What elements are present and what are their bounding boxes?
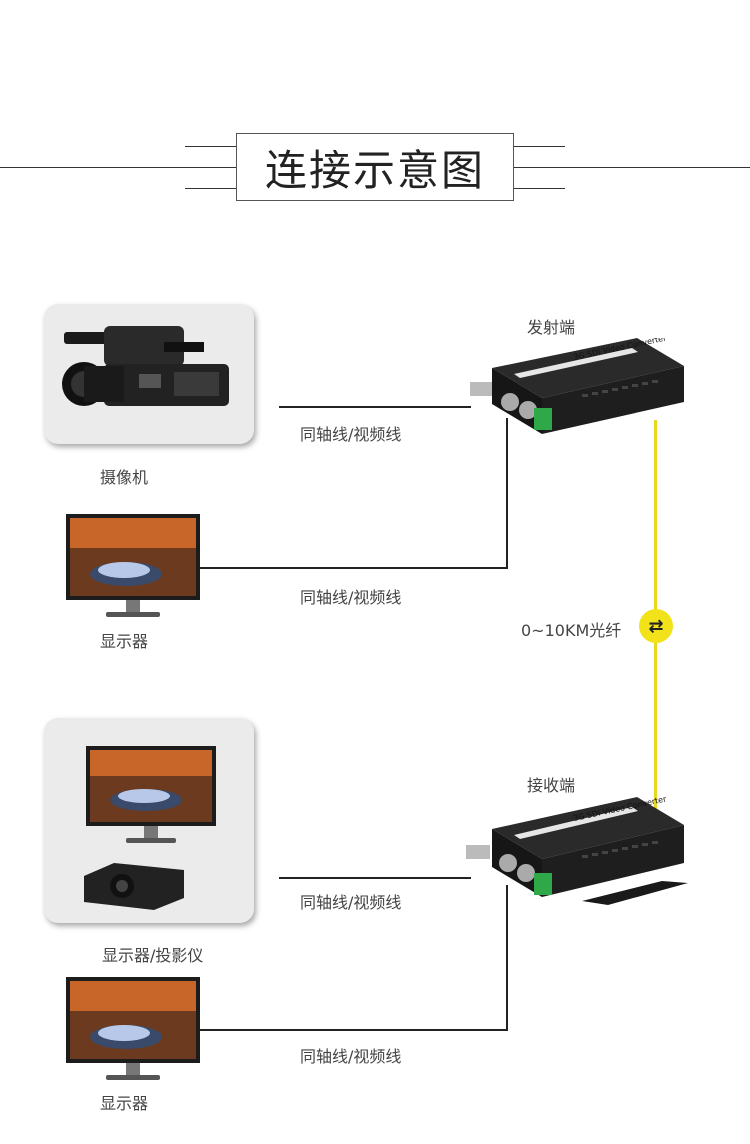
converter-icon: 3G SDI Video Converter: [462, 338, 692, 442]
monitor-icon: [66, 977, 200, 1085]
fiber-badge-icon: ⇄: [639, 609, 673, 643]
cable-camera: [279, 406, 471, 408]
page-title: 连接示意图: [236, 133, 514, 201]
title-rule-right: [514, 167, 750, 168]
monitor-label-2: 显示器: [100, 1090, 148, 1114]
transmitter-label: 发射端: [527, 314, 575, 338]
receiver-device: 3G SDI Video Converter: [462, 797, 692, 915]
monitor-1: [66, 514, 200, 622]
cable-label-monitor-1: 同轴线/视频线: [300, 584, 401, 608]
cable-monitor-2-v: [506, 885, 508, 1031]
camera-icon: [44, 304, 254, 444]
camera-card: [44, 304, 254, 444]
camera-label: 摄像机: [100, 464, 148, 488]
monitor-icon: [66, 514, 200, 622]
display-projector-icon: [44, 718, 254, 923]
monitor-2: [66, 977, 200, 1085]
display-projector-card: [44, 718, 254, 923]
title-rule-right-top: [514, 146, 565, 147]
monitor-label-1: 显示器: [100, 628, 148, 652]
transmitter-device: 3G SDI Video Converter: [462, 338, 692, 442]
receiver-label: 接收端: [527, 772, 575, 796]
cable-monitor-2-h: [200, 1029, 507, 1031]
cable-label-display-projector: 同轴线/视频线: [300, 889, 401, 913]
cable-display-projector: [279, 877, 471, 879]
cable-label-camera: 同轴线/视频线: [300, 421, 401, 445]
title-rule-left-top: [185, 146, 236, 147]
title-rule-right-bottom: [514, 188, 565, 189]
cable-label-monitor-2: 同轴线/视频线: [300, 1043, 401, 1067]
title-rule-left: [0, 167, 236, 168]
fiber-label: 0~10KM光纤: [521, 617, 621, 641]
converter-icon: 3G SDI Video Converter: [462, 797, 692, 915]
display-projector-label: 显示器/投影仪: [102, 942, 203, 966]
title-rule-left-bottom: [185, 188, 236, 189]
cable-monitor-1-h: [200, 567, 507, 569]
